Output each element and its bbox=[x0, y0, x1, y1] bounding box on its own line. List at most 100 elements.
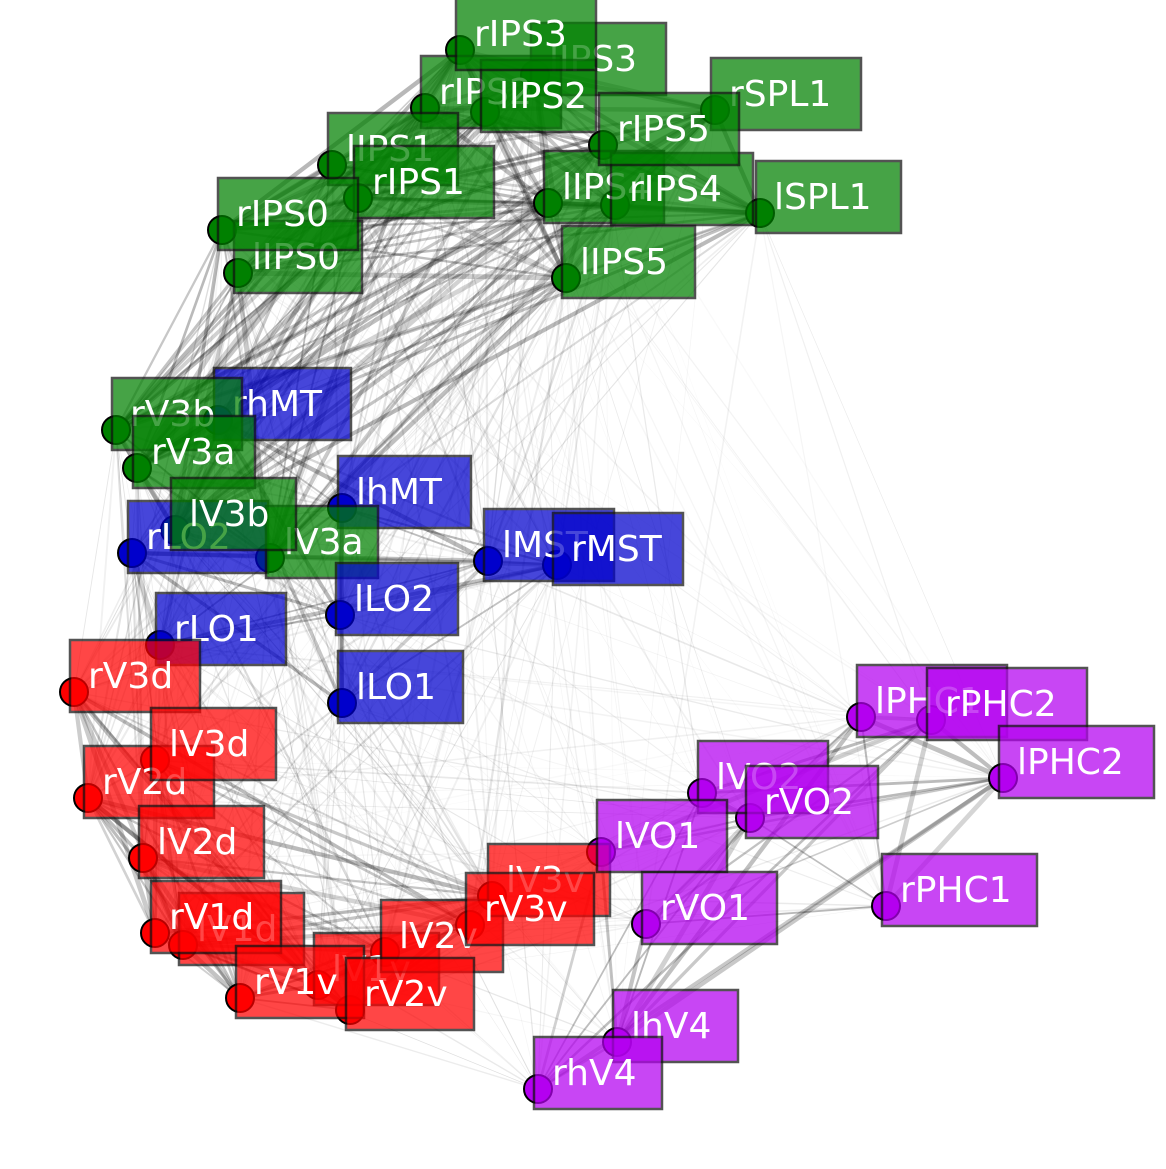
node-label-text-lV3a: lV3a bbox=[284, 522, 364, 563]
node-label-box-rV3v bbox=[464, 871, 596, 947]
node-label-rIPS3[interactable]: rIPS3 bbox=[454, 0, 598, 72]
edge-lIPS4-rV3d bbox=[72, 201, 550, 694]
node-label-box-rhV4 bbox=[532, 1035, 664, 1111]
node-label-text-rIPS5: rIPS5 bbox=[617, 109, 710, 150]
node-label-rPHC1[interactable]: rPHC1 bbox=[880, 852, 1039, 928]
node-label-text-rPHC2: rPHC2 bbox=[945, 684, 1057, 725]
node-label-rV1d[interactable]: rV1d bbox=[149, 879, 283, 955]
node-label-text-lPHC2: lPHC2 bbox=[1017, 742, 1124, 783]
node-label-box-rV1v bbox=[234, 944, 366, 1020]
node-label-rV2v[interactable]: rV2v bbox=[344, 956, 476, 1032]
node-label-text-lVO1: lVO1 bbox=[615, 816, 700, 857]
node-label-rIPS5[interactable]: rIPS5 bbox=[597, 91, 741, 167]
node-label-rV3v[interactable]: rV3v bbox=[464, 871, 596, 947]
node-label-text-lV3d: lV3d bbox=[169, 724, 249, 765]
edge-rIPS0-lLO1 bbox=[221, 229, 343, 704]
node-label-text-rIPS3: rIPS3 bbox=[474, 14, 567, 55]
edge-rIPS1-lV3v bbox=[357, 197, 493, 897]
node-label-rIPS0[interactable]: rIPS0 bbox=[216, 176, 360, 252]
edge-rIPS4-lV3a bbox=[268, 203, 617, 560]
node-label-text-lSPL1: lSPL1 bbox=[774, 177, 872, 218]
node-label-box-rV3d bbox=[68, 638, 202, 714]
node-label-lV3b[interactable]: lV3b bbox=[169, 476, 298, 552]
node-label-text-rSPL1: rSPL1 bbox=[729, 74, 831, 115]
node-label-text-rV3d: rV3d bbox=[88, 656, 173, 697]
node-label-box-lIPS5 bbox=[560, 224, 697, 300]
node-label-box-lV3b bbox=[169, 476, 298, 552]
node-label-rV3d[interactable]: rV3d bbox=[68, 638, 202, 714]
edge-lV3a-lV3v bbox=[269, 557, 493, 897]
node-label-lSPL1[interactable]: lSPL1 bbox=[754, 159, 903, 235]
node-label-text-rIPS0: rIPS0 bbox=[236, 194, 329, 235]
node-label-lV2d[interactable]: lV2d bbox=[137, 804, 266, 880]
node-label-text-rV3v: rV3v bbox=[484, 889, 568, 930]
node-label-text-rV1d: rV1d bbox=[169, 897, 254, 938]
edge-rIPS1-lPHC1 bbox=[357, 197, 862, 718]
node-label-lLO1[interactable]: lLO1 bbox=[336, 649, 465, 725]
node-label-box-lPHC2 bbox=[997, 724, 1156, 800]
node-label-lPHC2[interactable]: lPHC2 bbox=[997, 724, 1156, 800]
node-label-box-rVO1 bbox=[640, 870, 779, 946]
node-label-rhV4[interactable]: rhV4 bbox=[532, 1035, 664, 1111]
node-label-text-rV1v: rV1v bbox=[254, 962, 338, 1003]
edge-lLO1-lV3v bbox=[341, 702, 493, 897]
edge-lLO2-lPHC2 bbox=[339, 614, 1004, 779]
edge-lIPS4-lV3a bbox=[269, 202, 549, 559]
node-label-text-rMST: rMST bbox=[571, 529, 663, 570]
edge-lIPS3-lV3v bbox=[490, 73, 537, 898]
edge-rhMT-rVO2 bbox=[217, 419, 751, 819]
node-label-box-lLO1 bbox=[336, 649, 465, 725]
edge-rMST-lPHC1 bbox=[556, 564, 862, 718]
node-label-box-lV3d bbox=[149, 706, 278, 782]
node-label-lLO2[interactable]: lLO2 bbox=[334, 561, 460, 637]
edge-rV2d-rV1d bbox=[86, 796, 157, 935]
edge-lV3a-lLO1 bbox=[268, 556, 344, 705]
node-label-box-rIPS3 bbox=[454, 0, 598, 72]
node-label-lIPS2[interactable]: lIPS2 bbox=[479, 58, 598, 134]
edge-lIPS2-lVO1 bbox=[484, 111, 602, 853]
node-label-rV3a[interactable]: rV3a bbox=[131, 414, 257, 490]
edge-lIPS5-rV3v bbox=[468, 276, 568, 927]
node-label-rV1v[interactable]: rV1v bbox=[234, 944, 366, 1020]
node-label-rVO1[interactable]: rVO1 bbox=[640, 870, 779, 946]
node-label-box-rMST bbox=[551, 511, 685, 587]
node-label-rIPS1[interactable]: rIPS1 bbox=[352, 144, 496, 220]
node-label-box-rPHC1 bbox=[880, 852, 1039, 928]
node-label-lV3d[interactable]: lV3d bbox=[149, 706, 278, 782]
node-label-box-lVO1 bbox=[595, 798, 729, 874]
node-label-box-lhMT bbox=[336, 454, 473, 530]
edge-rMST-rV3v bbox=[469, 564, 558, 926]
node-label-box-rV3a bbox=[131, 414, 257, 490]
node-label-text-lV2d: lV2d bbox=[157, 822, 237, 863]
edge-lIPS4-lVO2 bbox=[547, 202, 703, 794]
edge-rLO1-rPHC2 bbox=[159, 644, 932, 721]
node-label-text-lV2v: lV2v bbox=[399, 916, 478, 957]
node-label-box-lLO2 bbox=[334, 561, 460, 637]
node-label-box-rVO2 bbox=[744, 764, 880, 840]
node-label-text-rIPS4: rIPS4 bbox=[629, 169, 722, 210]
node-label-box-rIPS5 bbox=[597, 91, 741, 167]
node-label-lhMT[interactable]: lhMT bbox=[336, 454, 473, 530]
node-label-box-lV2d bbox=[137, 804, 266, 880]
node-label-rMST[interactable]: rMST bbox=[551, 511, 685, 587]
node-label-lIPS5[interactable]: lIPS5 bbox=[560, 224, 697, 300]
node-label-text-lV3b: lV3b bbox=[189, 494, 269, 535]
edge-rV3d-rV3v bbox=[72, 690, 472, 927]
edge-rIPS1-rMST bbox=[356, 196, 559, 567]
node-label-rVO2[interactable]: rVO2 bbox=[744, 764, 880, 840]
node-label-box-rV2v bbox=[344, 956, 476, 1032]
edge-lMST-lPHC1 bbox=[487, 560, 862, 718]
node-label-box-lSPL1 bbox=[754, 159, 903, 235]
node-label-text-rVO1: rVO1 bbox=[660, 888, 750, 929]
edge-rLO1-lPHC2 bbox=[159, 644, 1004, 779]
edge-lLO2-lV1v bbox=[317, 614, 341, 986]
node-label-text-lIPS2: lIPS2 bbox=[499, 76, 587, 117]
node-label-lVO1[interactable]: lVO1 bbox=[595, 798, 729, 874]
edge-rIPS0-lV2v bbox=[221, 229, 386, 953]
node-label-text-lLO1: lLO1 bbox=[356, 667, 436, 708]
node-label-text-lIPS5: lIPS5 bbox=[580, 242, 668, 283]
node-label-box-rV1d bbox=[149, 879, 283, 955]
edge-rV3b-rV2d bbox=[87, 429, 117, 799]
node-label-text-rV3a: rV3a bbox=[151, 432, 235, 473]
edge-rLO1-rV3v bbox=[159, 644, 471, 926]
